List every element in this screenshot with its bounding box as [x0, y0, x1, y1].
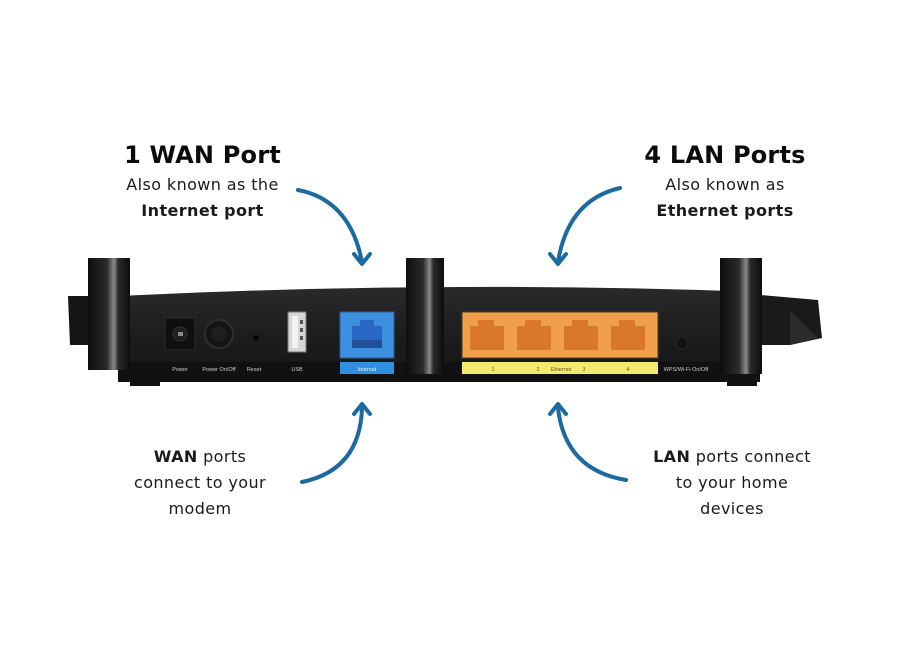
lan-desc-1: ports connect: [690, 447, 811, 466]
label-lan-2: 2: [536, 367, 539, 373]
wan-keyword: WAN: [153, 447, 198, 466]
lan-ports-alias: Ethernet ports: [656, 201, 794, 220]
label-power: Power: [172, 367, 188, 373]
lan-keyword: LAN: [653, 447, 691, 466]
reset-hole: [253, 335, 259, 341]
lan-desc-2: to your home: [675, 473, 789, 492]
wan-desc-3: modem: [168, 499, 232, 518]
power-jack: [164, 317, 196, 351]
wan-port-alias: Internet port: [141, 201, 264, 220]
antenna-center: [406, 258, 444, 374]
wan-port-subtitle: Also known as the: [126, 175, 279, 194]
label-usb: USB: [291, 367, 303, 373]
power-button: [204, 319, 234, 349]
label-lan-4: 4: [626, 367, 629, 373]
wan-desc-2: connect to your: [134, 473, 266, 492]
lan-port-2: [517, 320, 551, 350]
label-reset: Reset: [247, 367, 262, 373]
lan-port-3: [564, 320, 598, 350]
wps-button: [675, 336, 689, 350]
usb-port: [287, 311, 307, 353]
lan-label-strip: [462, 362, 658, 374]
label-power-onoff: Power On/Off: [202, 367, 236, 373]
wan-label-strip: [340, 362, 394, 374]
lan-ports-subtitle: Also known as: [665, 175, 785, 194]
label-internet: Internet: [358, 367, 377, 373]
label-wps: WPS/Wi-Fi On/Off: [664, 367, 709, 373]
label-ethernet: Ethernet: [551, 367, 572, 373]
antenna-left: [88, 258, 130, 370]
lan-ports-title: 4 LAN Ports: [644, 141, 806, 169]
lan-desc-3: devices: [700, 499, 764, 518]
label-lan-3: 3: [582, 367, 585, 373]
lan-port-1: [470, 320, 504, 350]
lan-port-4: [611, 320, 645, 350]
lan-description: LAN ports connect to your home devices: [632, 444, 832, 522]
wan-port: [339, 311, 395, 359]
wan-port-callout: 1 WAN Port Also known as the Internet po…: [100, 140, 305, 224]
wan-port-title: 1 WAN Port: [124, 141, 281, 169]
antenna-right: [720, 258, 762, 374]
wan-description: WAN ports connect to your modem: [110, 444, 290, 522]
lan-ports-callout: 4 LAN Ports Also known as Ethernet ports: [620, 140, 830, 224]
lan-ports: [461, 311, 659, 359]
wan-desc-1: ports: [197, 447, 247, 466]
label-lan-1: 1: [491, 367, 494, 373]
